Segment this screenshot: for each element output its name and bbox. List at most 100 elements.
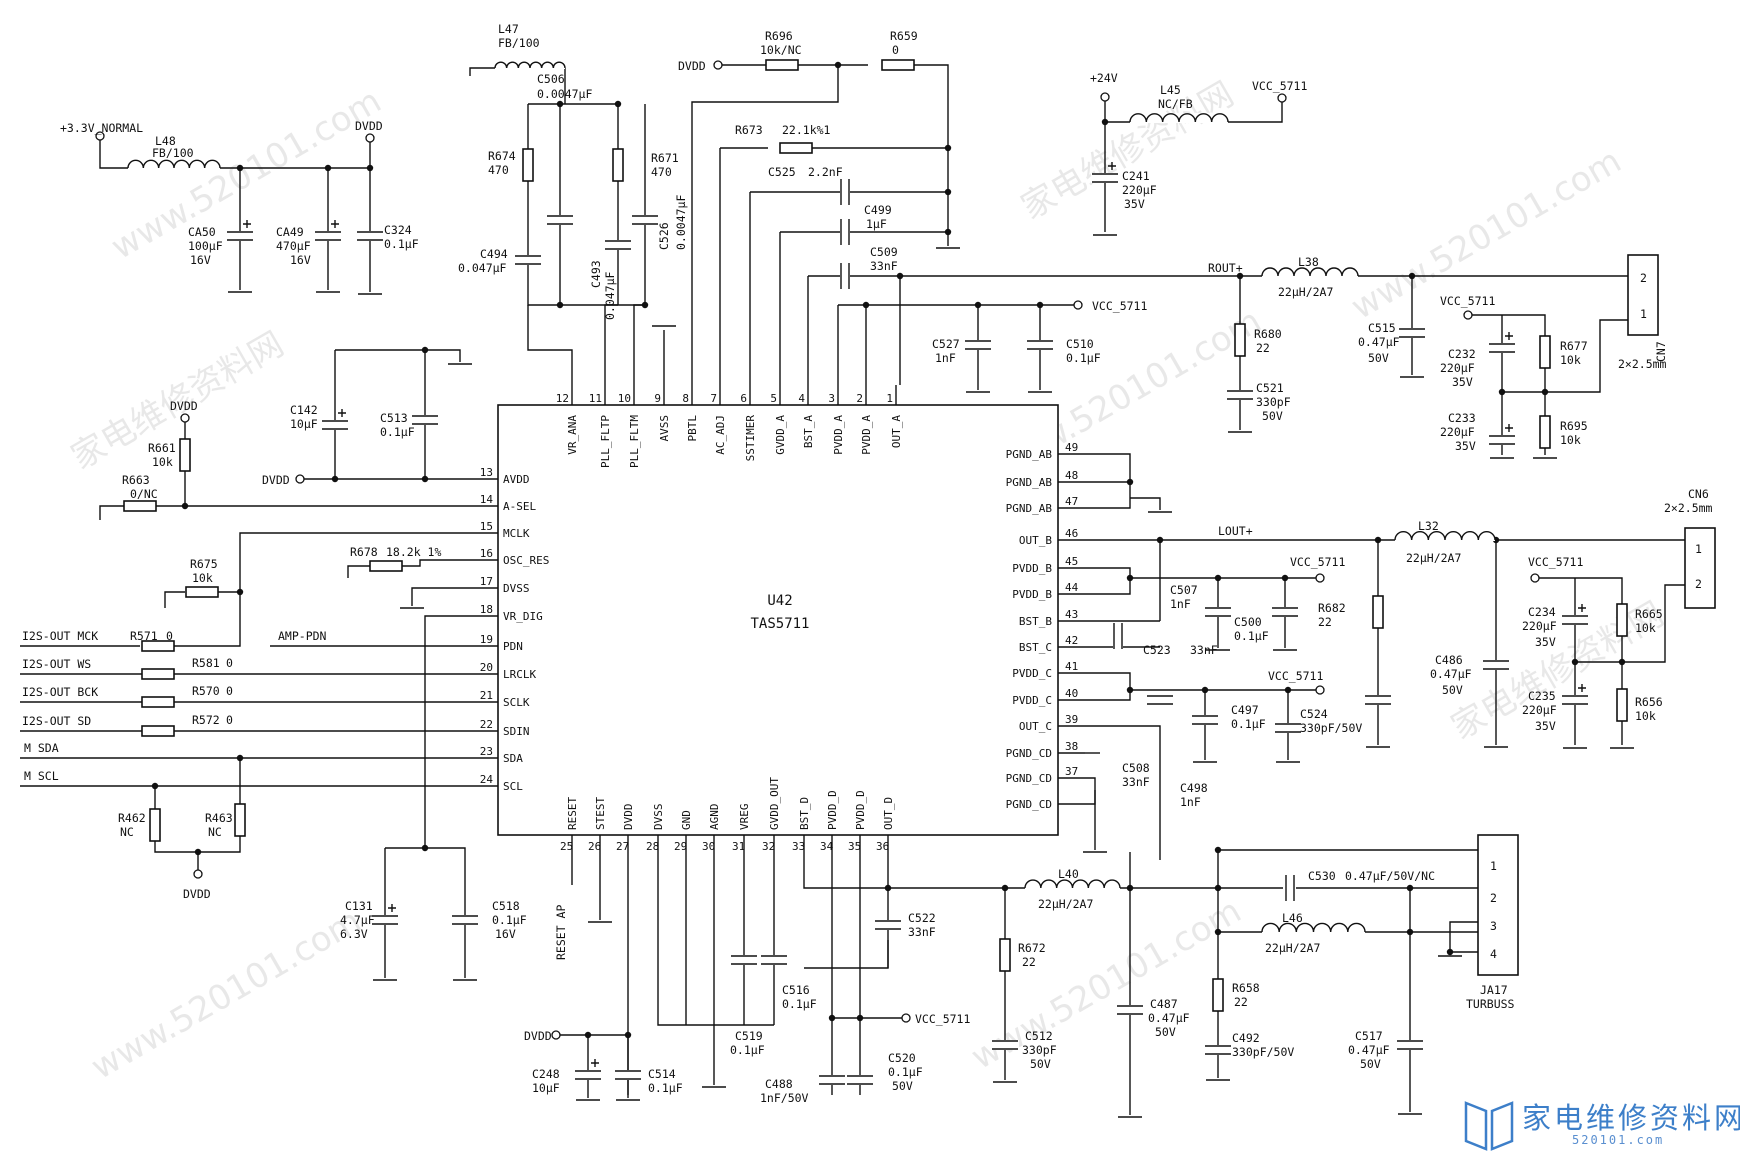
capacitor-gap [1561,695,1589,705]
label: 0.1μF [1066,351,1101,365]
label: C518 [492,899,520,913]
capacitor-C522 [874,920,902,930]
label: 50V [1262,409,1283,423]
label: 50V [1442,683,1463,697]
pin-number: 47 [1065,495,1078,508]
pin-name: OSC_RES [503,554,549,567]
label: 10k [152,455,173,469]
pin-name: PVDD_C [1012,694,1052,707]
capacitor-C487 [1116,1005,1144,1015]
ic-body-u42 [497,404,1059,836]
label: R663 [122,473,150,487]
label: C523 [1143,643,1171,657]
label: C510 [1066,337,1094,351]
label: 22μH/2A7 [1406,551,1461,565]
junction-dot [828,1014,836,1022]
capacitor-CA50 [226,220,254,241]
label: L45 [1160,83,1181,97]
pin-number: 43 [1065,608,1078,621]
resistor-body [999,938,1011,972]
wire [1472,314,1546,455]
label: 16V [495,927,516,941]
capacitor-gap [818,1075,846,1085]
label: 0 [892,43,899,57]
capacitor-C524 [1364,695,1392,705]
label: NC [208,825,222,839]
part-value: 0.047μF [603,271,617,320]
capacitor-C324 [356,231,384,241]
ic-pins [571,385,1085,855]
label: R677 [1560,339,1588,353]
pin-name: A-SEL [503,500,536,513]
wire [1085,453,1131,509]
pin-number: 13 [480,466,493,479]
capacitor-C248 [574,1059,602,1080]
label: R658 [1232,981,1260,995]
label: 0.0047μF [537,87,592,101]
label: 33nF [1190,643,1218,657]
resistor-body [369,560,403,572]
net-terminal [95,131,105,141]
capacitor-C233 [1488,424,1516,445]
junction-dot [1618,658,1626,666]
capacitor-gap [964,340,992,350]
capacitor-C520 [846,1075,874,1085]
label: TURBUSS [1466,997,1515,1011]
net-label: I2S-OUT BCK [22,685,98,699]
capacitor-gap [614,1070,642,1080]
label: FB/100 [498,36,540,50]
pin-name: PVDD_B [1012,562,1052,575]
pin-name: OUT_B [1019,534,1052,547]
label: 220μF [1440,425,1475,439]
label: R695 [1560,419,1588,433]
label: 0.1μF [384,237,419,251]
label: L32 [1418,519,1439,533]
label: 0.47μF/50V/NC [1345,869,1435,883]
net-terminal [901,1013,911,1023]
capacitor-gap [514,255,542,265]
label: 35V [1535,719,1556,733]
label: 10k/NC [760,43,802,57]
inductor-coil [1129,113,1229,123]
pin-name: AVSS [658,415,671,442]
label: C519 [735,1029,763,1043]
pin-number: 49 [1065,441,1078,454]
pin-number: 4 [798,392,805,405]
connector-pin: 1 [1640,307,1647,321]
label: 10k [1560,353,1581,367]
pin-number: 14 [480,493,494,506]
label: R571 [130,629,158,643]
connector-pin: 3 [1490,919,1497,933]
resistor-body [141,668,175,680]
capacitor-gap [846,1075,874,1085]
capacitor-gap [874,920,902,930]
label: R659 [890,29,918,43]
label: 1nF/50V [760,1091,809,1105]
connector-pin: 2 [1695,577,1702,591]
pin-number: 12 [556,392,569,405]
resistor-R572 [141,725,175,737]
wire [1085,567,1131,595]
junction-dot [1498,388,1506,396]
capacitor-C241 [1091,162,1119,183]
pin-name: PGND_CD [1006,798,1052,811]
pin-number: 40 [1065,687,1078,700]
label: 33nF [908,925,936,939]
connector-cn7 [1627,254,1659,336]
label: 0 [226,713,233,727]
pin-name: SDA [503,752,523,765]
capacitor-C506 [546,215,574,225]
capacitor-C512 [991,1040,1019,1050]
wire [164,591,185,608]
label: R674 [488,149,516,163]
label: 330pF [1256,395,1291,409]
connector-ja17 [1477,834,1519,976]
pin-number: 39 [1065,713,1078,726]
pin-number: 3 [828,392,835,405]
pin-number: 31 [732,840,745,853]
capacitor-C486 [1482,660,1510,670]
label: 4.7μF [340,913,375,927]
net-label: VCC_5711 [1092,299,1147,313]
pin-number: 30 [702,840,715,853]
net-label: VCC_5711 [915,1012,970,1026]
